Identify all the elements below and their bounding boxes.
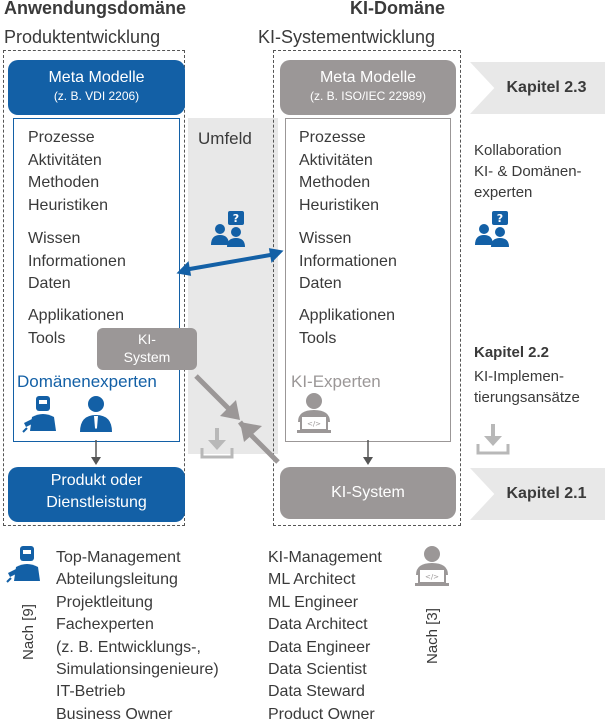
role-item: Simulationsingenieure)	[56, 661, 219, 679]
left-inner-box	[13, 118, 180, 442]
right-roles-list: KI-Management ML Architect ML Engineer D…	[268, 547, 382, 726]
left-item: Heuristiken	[28, 196, 109, 214]
collaboration-text: Kollaboration KI- & Domänen- experten	[474, 140, 582, 203]
left-item: Tools	[28, 329, 66, 347]
left-item: Applikationen	[28, 307, 125, 324]
right-ki-system-box: KI-System	[280, 467, 456, 519]
right-ki-system-label: KI-System	[331, 484, 405, 501]
right-items-group3: Applikationen Tools	[299, 305, 395, 350]
collab-line: experten	[474, 184, 533, 201]
role-item: Top-Management	[56, 549, 181, 566]
welder-icon	[22, 395, 62, 433]
left-meta-sub: (z. B. VDI 2206)	[53, 89, 140, 103]
right-dashed-container	[273, 50, 461, 526]
right-items-group2: Wissen Informationen Daten	[299, 228, 397, 296]
product-box: Produkt oder Dienstleistung	[8, 467, 185, 522]
left-meta-title: Meta Modelle	[48, 69, 145, 86]
product-line2: Dienstleistung	[46, 494, 147, 511]
impl-line: KI-Implemen-	[474, 368, 565, 385]
bidirectional-arrow	[174, 244, 286, 285]
role-item: Data Steward	[268, 683, 365, 701]
right-down-arrow	[362, 440, 374, 471]
welder-bottom-icon	[6, 545, 46, 583]
role-item: Data Engineer	[268, 638, 371, 656]
right-item: Methoden	[299, 174, 371, 191]
kapitel-2-3-tag: Kapitel 2.3	[470, 62, 605, 114]
svg-text:?: ?	[497, 212, 503, 225]
left-item: Aktivitäten	[28, 151, 102, 169]
middle-ki-system-line1: KI-	[138, 331, 156, 347]
collab-line: KI- & Domänen-	[474, 163, 582, 180]
role-item: KI-Management	[268, 549, 382, 566]
role-item: Product Owner	[268, 705, 375, 723]
impl-line: tierungsansätze	[474, 389, 580, 406]
middle-ki-system-box: KI- System	[97, 328, 197, 370]
middle-ki-system-line2: System	[123, 349, 171, 365]
left-dashed-container	[3, 50, 185, 526]
left-item: Informationen	[28, 252, 126, 270]
left-item: Prozesse	[28, 129, 95, 146]
right-reference: Nach [3]	[424, 608, 441, 664]
right-item: Informationen	[299, 252, 397, 270]
left-reference: Nach [9]	[20, 604, 37, 660]
role-item: (z. B. Entwicklungs-,	[56, 638, 201, 656]
kapitel-2-2-label: Kapitel 2.2	[474, 344, 550, 361]
collaboration-icon: ?	[210, 210, 252, 248]
role-item: IT-Betrieb	[56, 683, 126, 701]
right-meta-sub: (z. B. ISO/IEC 22989)	[309, 89, 427, 103]
role-item: ML Engineer	[268, 593, 359, 611]
right-item: Tools	[299, 329, 337, 347]
download-icon	[200, 426, 234, 460]
umfeld-label: Umfeld	[198, 129, 252, 148]
right-item: Heuristiken	[299, 196, 380, 214]
svg-text:?: ?	[233, 212, 239, 225]
kapitel-2-1-tag: Kapitel 2.1	[470, 468, 605, 520]
role-item: Fachexperten	[56, 616, 154, 634]
download-side-icon	[476, 422, 510, 456]
svg-text:</>: </>	[307, 420, 321, 428]
right-domain-title: KI-Domäne	[350, 0, 446, 18]
product-line1: Produkt oder	[50, 472, 143, 489]
businessman-icon	[78, 395, 114, 433]
right-item: Prozesse	[299, 129, 366, 146]
right-item: Daten	[299, 275, 342, 292]
svg-text:</>: </>	[425, 573, 439, 581]
right-items-group1: Prozesse Aktivitäten Methoden Heuristike…	[299, 127, 379, 217]
role-item: Data Scientist	[268, 661, 367, 679]
left-domain-subtitle: Produktentwicklung	[4, 27, 161, 47]
left-items-group3: Applikationen Tools	[28, 305, 124, 350]
left-experts-label: Domänenexperten	[17, 372, 157, 391]
right-item: Aktivitäten	[299, 151, 373, 169]
collab-line: Kollaboration	[474, 142, 562, 159]
kapitel-2-1-label: Kapitel 2.1	[506, 485, 587, 502]
converging-arrows	[190, 370, 290, 475]
left-item: Wissen	[28, 230, 81, 247]
role-item: Business Owner	[56, 705, 173, 723]
left-meta-model-box: Meta Modelle (z. B. VDI 2206)	[8, 60, 185, 115]
left-down-arrow	[90, 440, 102, 471]
kapitel-2-3-label: Kapitel 2.3	[506, 79, 587, 96]
left-domain-title: Anwendungsdomäne	[4, 0, 187, 18]
left-item: Methoden	[28, 174, 100, 191]
implementation-text: KI-Implemen- tierungsansätze	[474, 366, 580, 408]
left-item: Daten	[28, 275, 71, 292]
right-experts-label: KI-Experten	[291, 372, 381, 391]
left-roles-list: Top-Management Abteilungsleitung Projekt…	[56, 547, 219, 726]
role-item: Projektleitung	[56, 593, 153, 611]
right-item: Applikationen	[299, 307, 396, 324]
developer-laptop-icon: </>	[294, 392, 334, 434]
collaboration-side-icon: ?	[474, 210, 516, 248]
left-items-group1: Prozesse Aktivitäten Methoden Heuristike…	[28, 127, 108, 217]
umfeld-band	[188, 118, 278, 454]
right-meta-title: Meta Modelle	[319, 69, 417, 86]
right-item: Wissen	[299, 230, 352, 247]
right-meta-model-box: Meta Modelle (z. B. ISO/IEC 22989)	[280, 60, 456, 115]
role-item: Abteilungsleitung	[56, 571, 178, 589]
right-domain-subtitle: KI-Systementwicklung	[258, 27, 436, 47]
developer-bottom-icon: </>	[412, 545, 452, 587]
role-item: Data Architect	[268, 616, 368, 634]
role-item: ML Architect	[268, 571, 356, 589]
left-items-group2: Wissen Informationen Daten	[28, 228, 126, 296]
